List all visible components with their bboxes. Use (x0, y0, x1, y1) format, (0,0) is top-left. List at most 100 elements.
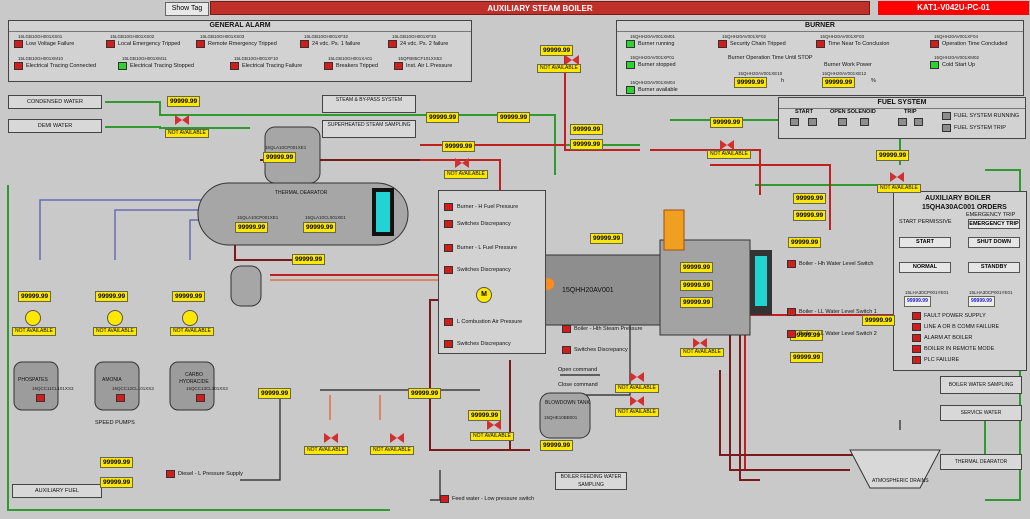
valve-icon[interactable] (390, 433, 397, 443)
mid-not-available: NOT AVAILABLE (444, 170, 488, 179)
tank-phospates-tag: 15QCC11CL101XS3 (32, 386, 74, 391)
station-tag: KAT1-V042U-PC-01 (878, 1, 1029, 15)
general-alarm-indicator (394, 62, 403, 70)
valve-icon[interactable] (462, 158, 469, 168)
burner-alarm-box (438, 190, 546, 354)
feed-alarm-indicator (440, 495, 449, 503)
burner-panel: BURNER (616, 20, 1024, 96)
fuel-trip-1 (898, 118, 907, 126)
page-title: AUXILIARY STEAM BOILER (210, 1, 870, 15)
normal-button[interactable]: NORMAL (899, 262, 951, 273)
burner-indicator (626, 40, 635, 48)
valve-icon[interactable] (397, 433, 404, 443)
valve-icon[interactable] (637, 396, 644, 406)
valve-icon[interactable] (182, 115, 189, 125)
steam-alarm-label: Boiler - Hth Steam Pressure (574, 326, 643, 332)
burner-alarm-label: Switches Discrepancy (457, 341, 511, 347)
valve-cmd-not-available-2: NOT AVAILABLE (615, 408, 659, 417)
boiler-alarm-indicator (787, 330, 796, 338)
aux-boiler-title: AUXILIARY BOILER (925, 195, 991, 202)
r8-value: 99999.99 (680, 297, 714, 308)
p3-not-available: NOT AVAILABLE (370, 446, 414, 455)
general-alarm-tag: 15LGB10GH001XS01 (18, 34, 63, 39)
tank-carbo-label: CARBO HYDRACIDE (179, 372, 209, 385)
general-alarm-label: 24 vdc. Ps. 2 failure (400, 41, 449, 47)
valve-icon[interactable] (720, 140, 727, 150)
right-valve-not-available: NOT AVAILABLE (707, 150, 751, 159)
dosing-1-value: 99999.99 (18, 291, 52, 302)
general-alarm-label: Local Emergency Tripped (118, 41, 181, 47)
fuel-header-start: START (795, 109, 813, 115)
demi-water-arrow: DEMI WATER (8, 119, 102, 133)
boiler-alarm-label: Boiler - Hh Water Level Switch (799, 261, 874, 267)
burner-alarm-indicator (444, 266, 453, 274)
emergency-trip-button[interactable]: EMERGENCY TRIP (968, 219, 1020, 229)
valve-icon[interactable] (494, 420, 501, 430)
aux-boiler-alarm-indicator (912, 356, 921, 364)
pump-2-icon[interactable] (107, 310, 123, 326)
burner-title: BURNER (617, 21, 1023, 32)
general-alarm-indicator (14, 62, 23, 70)
blowdown-tag: 15QHE10BB001 (544, 415, 578, 420)
tank-amonia-alarm (116, 394, 125, 402)
burner-indicator (930, 40, 939, 48)
service-water-arrow: SERVICE WATER (940, 405, 1022, 421)
setpoint-2-value[interactable]: 99999.99 (968, 296, 995, 307)
fuel-system-title: FUEL SYSTEM (779, 98, 1025, 109)
valve-icon[interactable] (565, 55, 572, 65)
burner-op-time-unit: h (781, 78, 785, 84)
valve-icon[interactable] (630, 396, 637, 406)
valve-icon[interactable] (455, 158, 462, 168)
motor-icon[interactable]: M (476, 287, 492, 303)
general-alarm-tag: 15LGB10GH001XM11 (122, 56, 167, 61)
start-button[interactable]: START (899, 237, 951, 248)
valve-icon[interactable] (693, 338, 700, 348)
general-alarm-label: Inst. Air L Pressure (406, 63, 453, 69)
mid-value: 99999.99 (442, 141, 476, 152)
valve-icon[interactable] (727, 140, 734, 150)
valve-icon[interactable] (897, 172, 904, 182)
valve-icon[interactable] (487, 420, 494, 430)
shut-down-button[interactable]: SHUT DOWN (968, 237, 1020, 248)
close-command-label[interactable]: Close command (558, 382, 598, 388)
deaerator-p-tag: 15QLA10CP001XE1 (237, 215, 279, 220)
valve-icon[interactable] (637, 372, 644, 382)
burner-alarm-indicator (444, 203, 453, 211)
start-permissive-label: START PERMISSIVE (899, 219, 952, 225)
general-alarm-indicator (230, 62, 239, 70)
deaerator-l-value: 99999.99 (303, 222, 337, 233)
setpoint-2-tag: 15LHA30CP001YE01 (969, 290, 1013, 295)
steam-alarm-label: Switches Discrepancy (574, 347, 628, 353)
valve-icon[interactable] (890, 172, 897, 182)
standby-button[interactable]: STANDBY (968, 262, 1020, 273)
open-command-label[interactable]: Open command (558, 367, 598, 373)
general-alarm-indicator (388, 40, 397, 48)
aux-boiler-alarm-label: ALARM AT BOILER (924, 335, 973, 341)
steam-alarm-indicator (562, 346, 571, 354)
valve-icon[interactable] (572, 55, 579, 65)
valve-icon[interactable] (331, 433, 338, 443)
fuel-start-1 (790, 118, 799, 126)
burner-indicator (626, 61, 635, 69)
burner-op-time-value: 99999.99 (734, 77, 768, 88)
pump-3-icon[interactable] (182, 310, 198, 326)
valve-icon[interactable] (324, 433, 331, 443)
fuel-2-value: 99999.99 (100, 477, 134, 488)
dosing-2-not-available: NOT AVAILABLE (93, 327, 137, 336)
r4-value: 99999.99 (793, 210, 827, 221)
fuel-trip-2 (914, 118, 923, 126)
show-tag-button[interactable]: Show Tag (165, 2, 209, 16)
p3-value: 99999.99 (408, 388, 442, 399)
setpoint-1-value[interactable]: 99999.99 (904, 296, 931, 307)
valve-icon[interactable] (175, 115, 182, 125)
boiler-alarm-label: Boiler - LL Water Level Switch 1 (799, 309, 877, 315)
valve-icon[interactable] (630, 372, 637, 382)
fuel-1-value: 99999.99 (100, 457, 134, 468)
valve-icon[interactable] (700, 338, 707, 348)
fuel-trip-indicator (942, 124, 951, 132)
pump-1-icon[interactable] (25, 310, 41, 326)
general-alarm-indicator (300, 40, 309, 48)
general-alarm-tag: 15LGB10GH001XM10 (18, 56, 64, 61)
top-center-value: 99999.99 (540, 45, 574, 56)
